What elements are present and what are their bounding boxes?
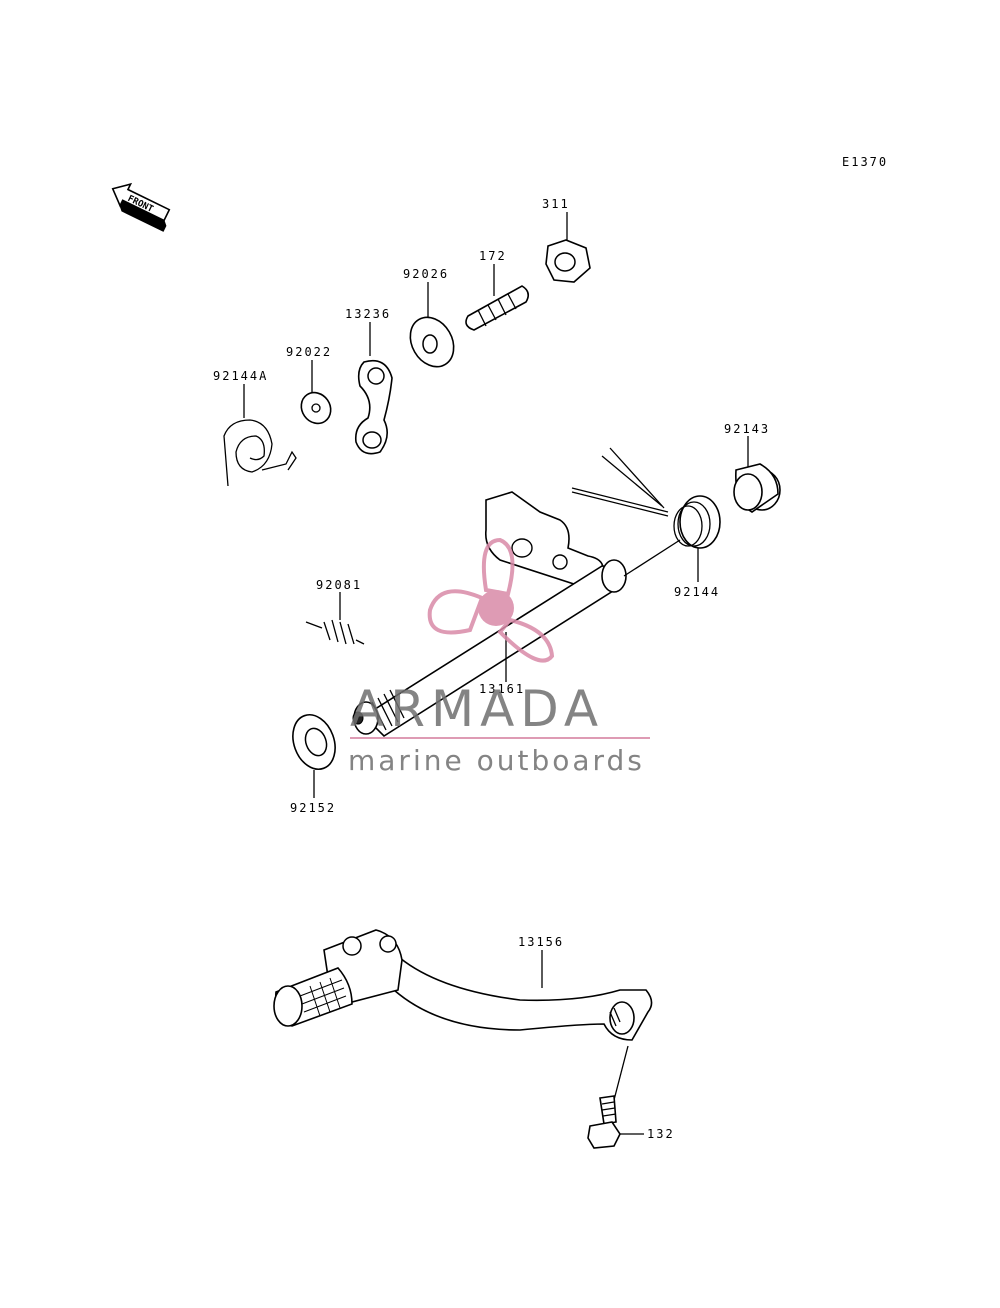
front-arrow-icon: FRONT [111, 182, 171, 232]
label-13161: 13161 [479, 682, 525, 696]
label-311: 311 [542, 197, 570, 211]
part-172-pin: 172 [465, 249, 530, 331]
label-92143: 92143 [724, 422, 770, 436]
propeller-logo-icon [427, 537, 555, 663]
label-172: 172 [479, 249, 507, 263]
label-92022: 92022 [286, 345, 332, 359]
label-132: 132 [647, 1127, 675, 1141]
part-132-bolt: 132 [587, 1045, 675, 1149]
label-92152: 92152 [290, 801, 336, 815]
part-311-nut: 311 [542, 197, 591, 283]
label-13236: 13236 [345, 307, 391, 321]
part-92144A-spring: 92144A [213, 369, 297, 487]
label-92081: 92081 [316, 578, 362, 592]
part-92152-washer: 92152 [290, 714, 336, 815]
part-92144-spring: 92144 [571, 447, 721, 599]
watermark-title: ARMADA [350, 680, 604, 738]
label-13156: 13156 [518, 935, 564, 949]
part-92026-washer: 92026 [403, 267, 455, 368]
watermark: ARMADA marine outboards [348, 537, 650, 777]
part-13236-lever: 13236 [345, 307, 393, 455]
label-92144A: 92144A [213, 369, 268, 383]
diagram-code: E1370 [842, 155, 888, 169]
part-92081-spring: 92081 [305, 578, 365, 645]
watermark-subtitle: marine outboards [348, 744, 645, 777]
label-92144: 92144 [674, 585, 720, 599]
part-13161-shaft: 13161 [352, 491, 681, 738]
part-92022-washer: 92022 [286, 345, 332, 425]
part-92143-bush: 92143 [724, 422, 781, 513]
label-92026: 92026 [403, 267, 449, 281]
part-13156-pedal: 13156 [273, 929, 653, 1041]
